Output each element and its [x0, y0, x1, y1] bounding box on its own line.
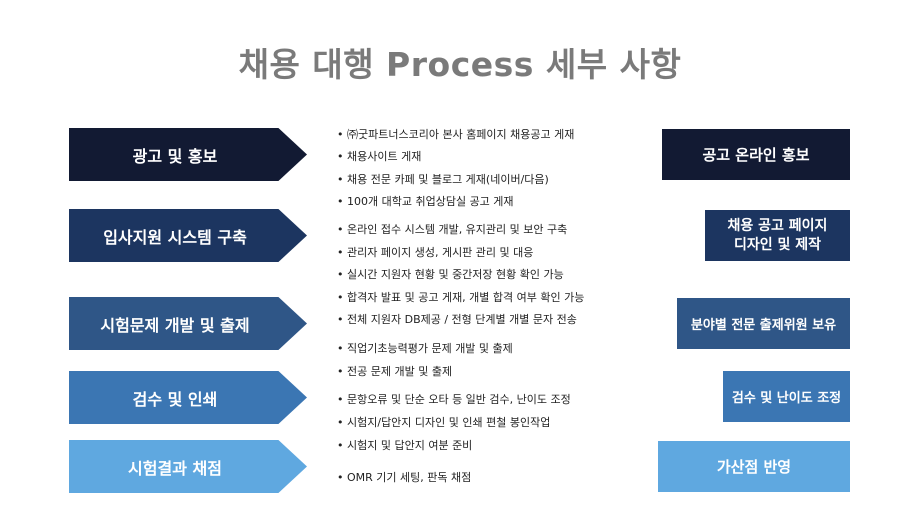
bullet-item: 시험지 및 답안지 여분 준비 [337, 437, 472, 453]
step-exam-development: 시험문제 개발 및 출제 [69, 297, 307, 350]
step-application-system: 입사지원 시스템 구축 [69, 209, 307, 262]
bullet-item: 채용 전문 카페 및 블로그 게재(네이버/다음) [337, 171, 549, 187]
feature-label-line1: 채용 공고 페이지 [727, 217, 828, 234]
bullet-item: 전공 문제 개발 및 출제 [337, 363, 452, 379]
bullet-item: ㈜굿파트너스코리아 본사 홈페이지 채용공고 게재 [337, 126, 574, 142]
feature-box-expert-committee: 분야별 전문 출제위원 보유 [677, 298, 850, 349]
feature-box-online-promotion: 공고 온라인 홍보 [662, 129, 850, 180]
step-grading: 시험결과 채점 [69, 440, 307, 493]
feature-box-page-design: 채용 공고 페이지 디자인 및 제작 [705, 210, 850, 261]
step-review-print: 검수 및 인쇄 [69, 371, 307, 424]
bullet-item: 시험지/답안지 디자인 및 인쇄 편철 봉인작업 [337, 414, 550, 430]
bullet-item: 채용사이트 게재 [337, 148, 421, 164]
step-label: 검수 및 인쇄 [132, 389, 218, 409]
page-title: 채용 대행 Process 세부 사항 [238, 45, 682, 84]
feature-label: 가산점 반영 [716, 458, 792, 476]
feature-label: 검수 및 난이도 조정 [731, 391, 842, 406]
step-advertising: 광고 및 홍보 [69, 128, 307, 181]
feature-box-bonus-points: 가산점 반영 [658, 441, 850, 492]
bullet-item: 관리자 페이지 생성, 게시판 관리 및 대응 [337, 244, 533, 260]
bullet-item: 전체 지원자 DB제공 / 전형 단계별 개별 문자 전송 [337, 311, 577, 327]
bullet-item: 온라인 접수 시스템 개발, 유지관리 및 보안 구축 [337, 221, 567, 237]
bullet-item: 실시간 지원자 현황 및 중간저장 현황 확인 가능 [337, 266, 564, 282]
feature-label-line2: 디자인 및 제작 [733, 236, 822, 253]
feature-box-review-difficulty: 검수 및 난이도 조정 [723, 371, 850, 422]
bullet-item: 직업기초능력평가 문제 개발 및 출제 [337, 340, 513, 356]
step-label: 입사지원 시스템 구축 [103, 227, 247, 247]
step-label: 시험결과 채점 [128, 458, 222, 478]
bullet-item: 문항오류 및 단순 오타 등 일반 검수, 난이도 조정 [337, 391, 571, 407]
step-label: 광고 및 홍보 [132, 146, 218, 166]
feature-label: 분야별 전문 출제위원 보유 [690, 318, 837, 333]
bullet-item: OMR 기기 세팅, 판독 채점 [337, 469, 471, 485]
feature-label: 공고 온라인 홍보 [702, 146, 810, 164]
bullet-item: 100개 대학교 취업상담실 공고 게재 [337, 193, 514, 209]
bullet-item: 합격자 발표 및 공고 게재, 개별 합격 여부 확인 가능 [337, 289, 584, 305]
step-label: 시험문제 개발 및 출제 [100, 315, 250, 335]
